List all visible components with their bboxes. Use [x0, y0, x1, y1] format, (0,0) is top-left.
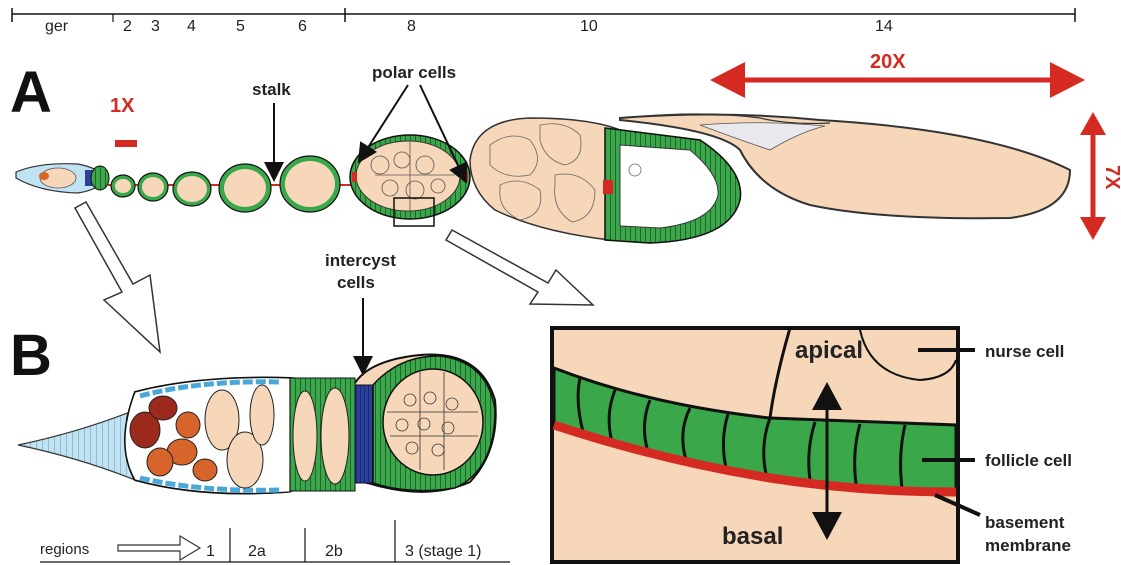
germarium-diagram	[18, 355, 496, 494]
label-stalk: stalk	[252, 80, 291, 99]
ovariole-chain	[16, 114, 1070, 243]
label-nurse-cell: nurse cell	[985, 342, 1064, 361]
label-basement-2: membrane	[985, 536, 1071, 555]
label-apical: apical	[795, 337, 863, 364]
stage-ruler: ger 2 3 4 5 6 8 10 14	[12, 8, 1075, 35]
zoom-arrow-c	[446, 230, 593, 305]
label-polar-cells: polar cells	[372, 63, 456, 82]
stage-label-4: 4	[187, 18, 196, 35]
scale-20x: 20X	[870, 51, 906, 73]
zoom-arrow-b	[75, 202, 160, 352]
region-2b: 2b	[325, 543, 343, 560]
scale-1x-bar	[115, 140, 137, 147]
region-2a: 2a	[248, 543, 266, 560]
label-intercyst-2: cells	[337, 273, 375, 292]
label-basal: basal	[722, 523, 783, 550]
stage-label-8: 8	[407, 18, 416, 35]
stage-label-5: 5	[236, 18, 245, 35]
stage-label-3: 3	[151, 18, 160, 35]
stage-label-2: 2	[123, 18, 132, 35]
label-basement-1: basement	[985, 513, 1065, 532]
scale-1x: 1X	[110, 95, 135, 117]
region-3: 3 (stage 1)	[405, 543, 481, 560]
regions-ruler: regions 1 2a 2b 3 (stage 1)	[40, 520, 510, 562]
label-intercyst-1: intercyst	[325, 251, 396, 270]
region-1: 1	[206, 543, 215, 560]
stage-label-6: 6	[298, 18, 307, 35]
stage-label-14: 14	[875, 18, 893, 35]
stage-label-ger: ger	[45, 18, 69, 35]
stage-label-10: 10	[580, 18, 598, 35]
scale-7x: 7X	[1101, 165, 1121, 190]
label-follicle-cell: follicle cell	[985, 451, 1072, 470]
panel-label-a: A	[10, 60, 52, 125]
regions-label: regions	[40, 541, 89, 558]
panel-label-b: B	[10, 323, 52, 388]
